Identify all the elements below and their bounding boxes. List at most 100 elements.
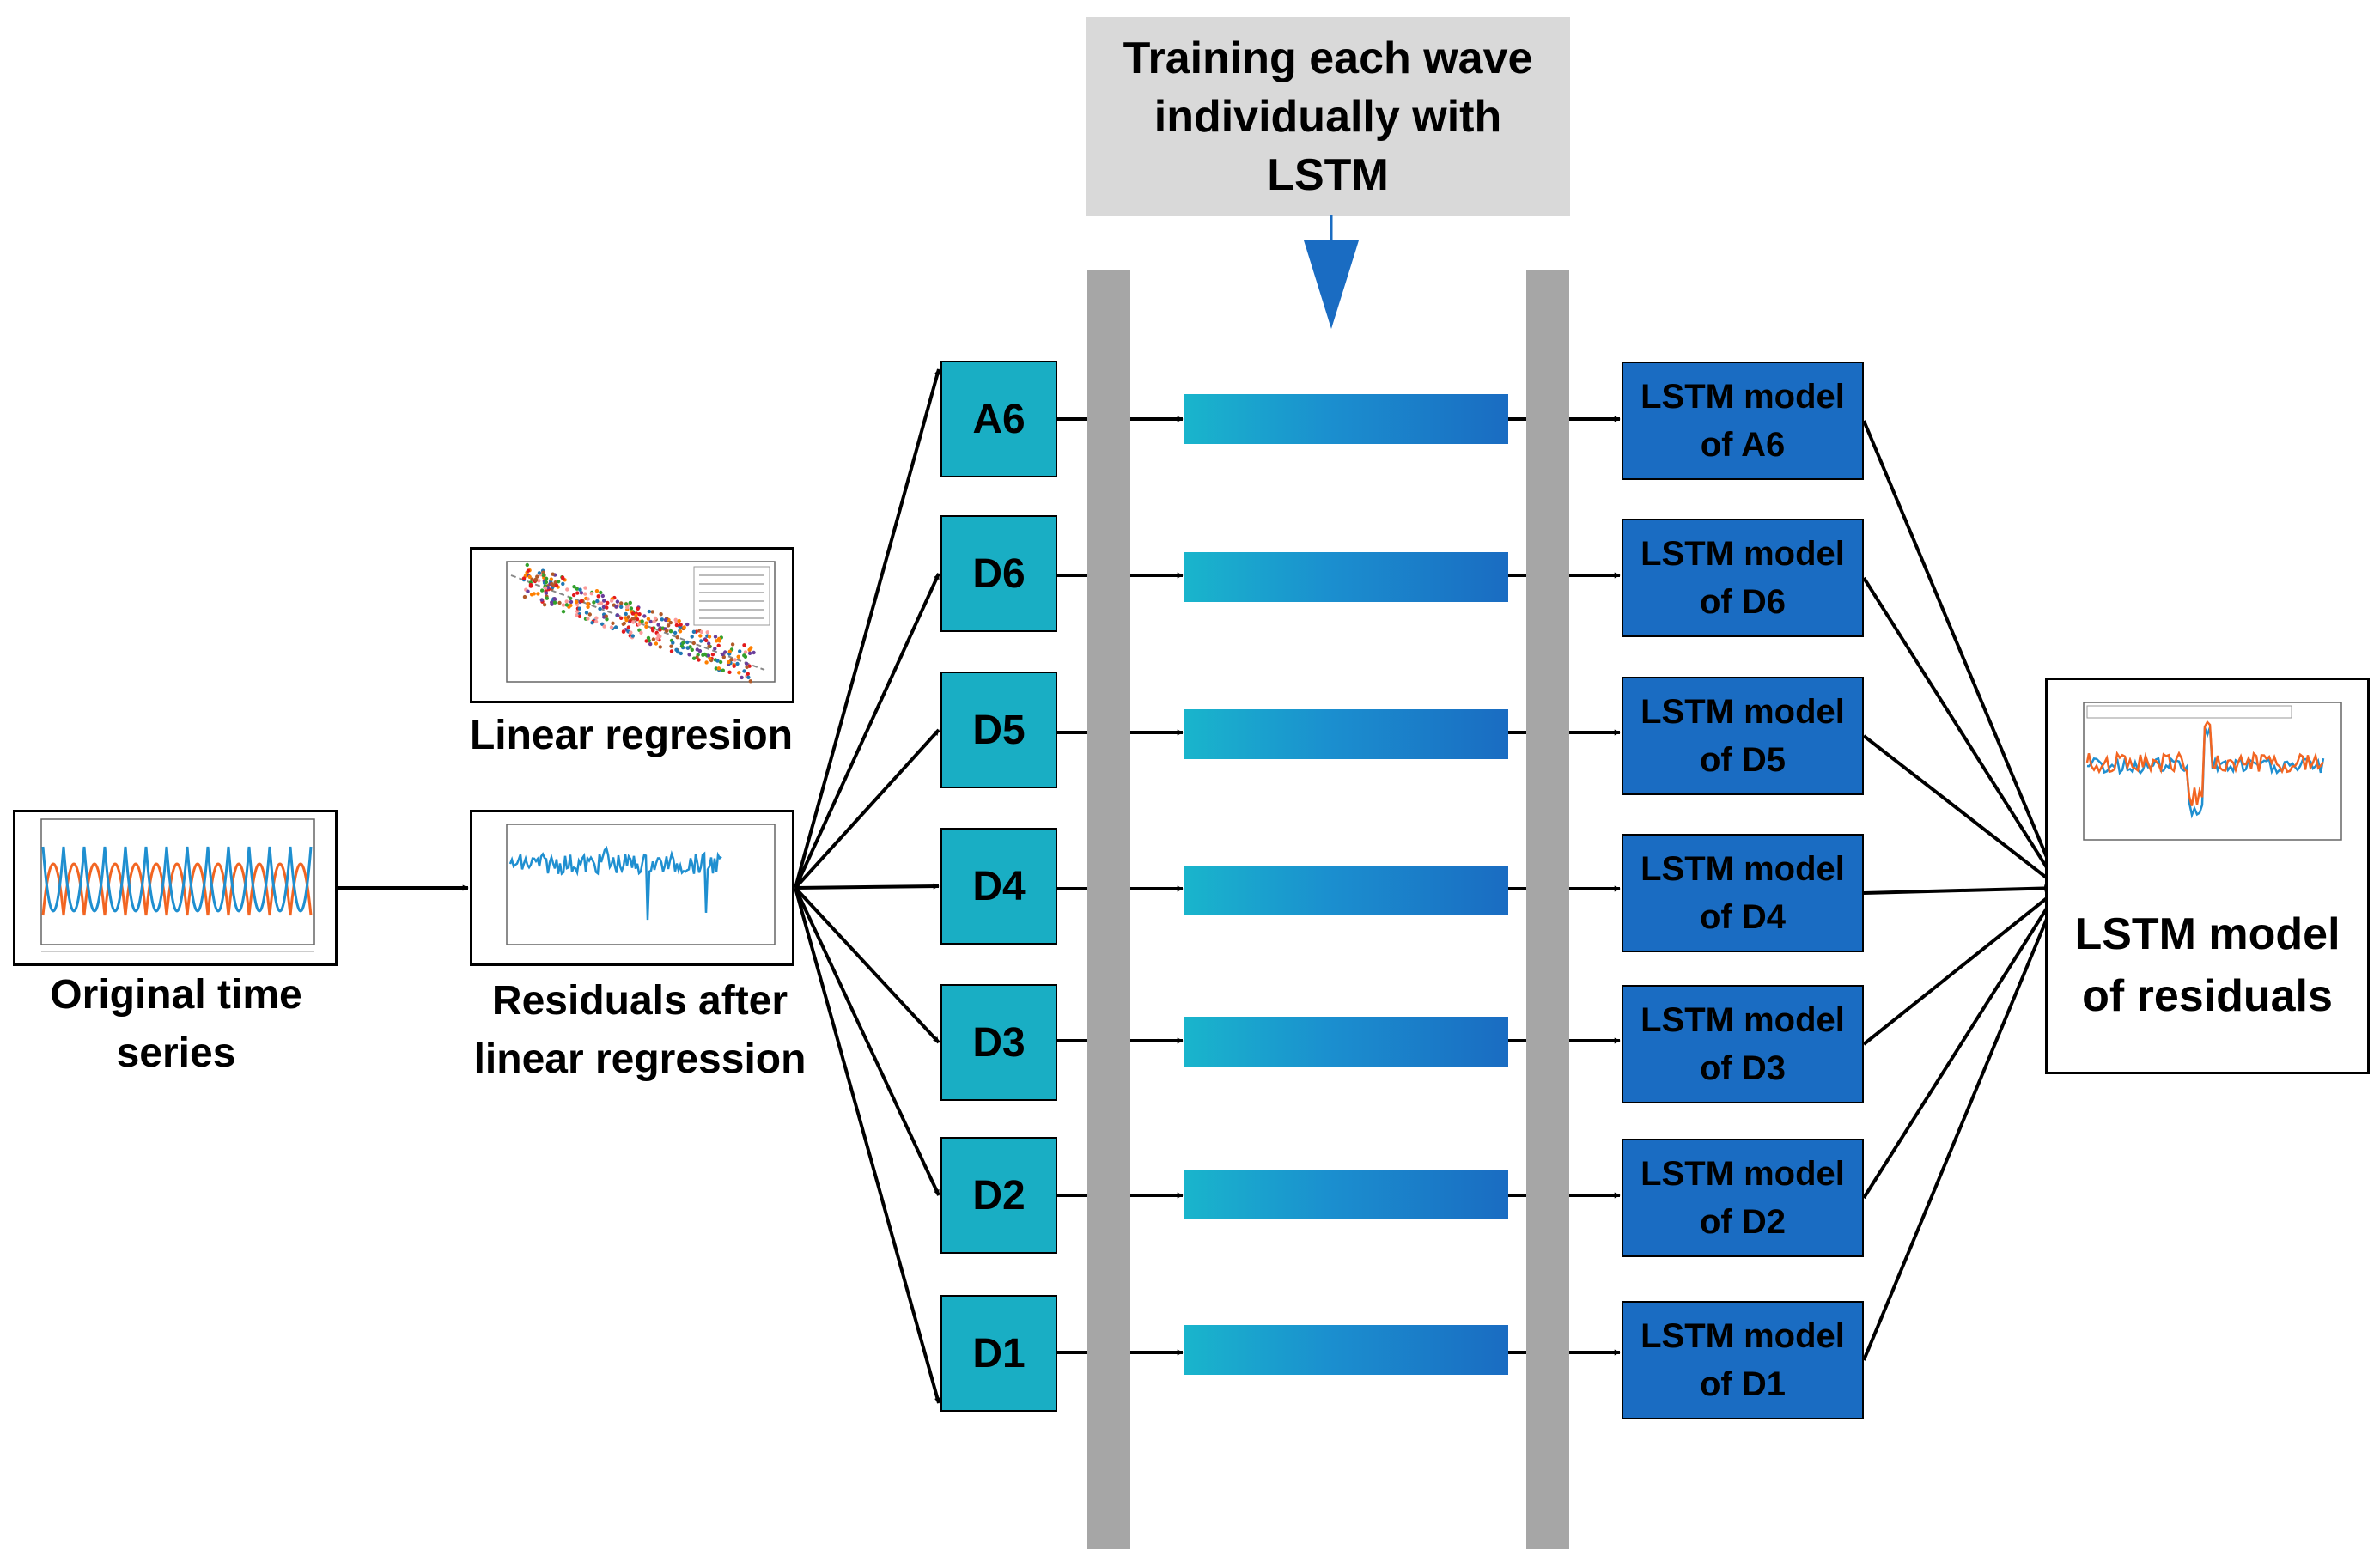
scatter-point <box>644 621 648 625</box>
scatter-point <box>598 606 602 611</box>
scatter-point <box>744 661 749 666</box>
scatter-point <box>679 644 685 648</box>
line-model-to-final <box>1862 576 2061 890</box>
scatter-point <box>707 641 711 646</box>
scatter-point <box>747 647 752 652</box>
lstm-model-label: LSTM model of A6 <box>1640 378 1845 464</box>
scatter-point <box>685 622 690 627</box>
scatter-point <box>721 652 725 657</box>
scatter-point <box>718 659 723 665</box>
scatter-point <box>636 606 640 611</box>
scatter-point <box>522 594 527 599</box>
scatter-point <box>660 617 664 622</box>
scatter-point <box>747 651 752 655</box>
scatter-point <box>521 576 527 580</box>
scatter-point <box>561 603 566 607</box>
scatter-point <box>537 571 542 575</box>
lstm-model-label: LSTM model of D1 <box>1640 1317 1845 1403</box>
scatter-point <box>535 574 539 579</box>
scatter-point <box>536 592 540 596</box>
scatter-point <box>619 605 624 609</box>
scatter-point <box>550 581 554 587</box>
scatter-point <box>624 618 629 623</box>
scatter-point <box>575 587 579 591</box>
coefficient-label: D4 <box>972 863 1026 909</box>
scatter-point <box>735 661 740 666</box>
lstm-model-label: LSTM model of D6 <box>1640 535 1845 621</box>
final-model-box: LSTM model of residuals <box>2045 678 2370 1074</box>
coefficient-box-d3: D3 <box>940 984 1057 1101</box>
scatter-point <box>644 624 648 629</box>
scatter-point <box>577 606 581 611</box>
scatter-point <box>691 641 696 646</box>
scatter-point <box>526 568 531 573</box>
scatter-point <box>606 600 610 605</box>
scatter-point <box>540 588 545 593</box>
scatter-point <box>575 613 579 617</box>
scatter-point <box>600 593 605 599</box>
scatter-point <box>564 599 569 604</box>
scatter-point <box>630 617 635 621</box>
scatter-point <box>669 649 674 653</box>
scatter-point <box>646 635 651 641</box>
scatter-point <box>674 623 679 628</box>
training-label-box: Training each wave individually with LST… <box>1086 17 1570 216</box>
scatter-point <box>624 611 628 617</box>
scatter-point <box>561 610 566 614</box>
scatter-point <box>593 619 599 624</box>
coefficient-label: D2 <box>972 1172 1026 1219</box>
original-series-plot <box>40 818 315 952</box>
coefficient-label: D5 <box>972 707 1026 753</box>
scatter-point <box>699 639 703 643</box>
scatter-point <box>656 623 660 627</box>
residuals-thumbnail <box>470 810 794 966</box>
scatter-point <box>637 612 642 617</box>
scatter-point <box>691 629 697 634</box>
lstm-model-label: LSTM model of D4 <box>1640 850 1845 936</box>
scatter-point <box>716 636 721 641</box>
scatter-point <box>721 668 725 672</box>
scatter-point <box>564 603 569 607</box>
scatter-point <box>679 651 683 656</box>
scatter-point <box>629 606 634 611</box>
lstm-model-label: LSTM model of D2 <box>1640 1155 1845 1241</box>
scatter-point <box>658 628 662 632</box>
scatter-point <box>648 619 653 624</box>
scatter-point <box>748 679 752 684</box>
scatter-point <box>569 599 574 605</box>
scatter-point <box>690 635 694 639</box>
scatter-point <box>602 599 606 603</box>
scatter-point <box>727 659 731 665</box>
scatter-point <box>745 665 749 669</box>
scatter-point <box>589 592 593 596</box>
scatter-point <box>704 638 709 643</box>
coefficient-box-d4: D4 <box>940 828 1057 945</box>
scatter-point <box>713 647 717 651</box>
final-model-label: LSTM model of residuals <box>2074 909 2340 1021</box>
scatter-point <box>636 622 642 627</box>
lstm-training-band-d2 <box>1184 1170 1508 1219</box>
scatter-point <box>746 675 751 679</box>
scatter-point <box>544 580 549 585</box>
scatter-point <box>583 586 587 590</box>
scatter-point <box>544 591 549 595</box>
scatter-point <box>716 666 721 671</box>
scatter-point <box>656 633 660 637</box>
arrow-residuals-to-coefficient <box>794 887 940 1404</box>
line-model-to-final <box>1862 887 2061 1361</box>
scatter-point <box>568 596 573 600</box>
line-model-to-final <box>1862 420 2061 889</box>
scatter-point <box>604 614 608 618</box>
scatter-point <box>647 639 651 643</box>
scatter-point <box>695 647 699 652</box>
lstm-training-band-a6 <box>1184 394 1508 444</box>
scatter-point <box>685 640 690 645</box>
scatter-point <box>575 599 579 605</box>
scatter-point <box>631 620 636 624</box>
scatter-point <box>708 656 712 660</box>
arrow-residuals-to-coefficient <box>794 887 940 1196</box>
scatter-point <box>727 670 732 674</box>
scatter-point <box>690 647 694 652</box>
arrow-residuals-to-coefficient <box>794 573 940 889</box>
scatter-point <box>601 605 606 610</box>
